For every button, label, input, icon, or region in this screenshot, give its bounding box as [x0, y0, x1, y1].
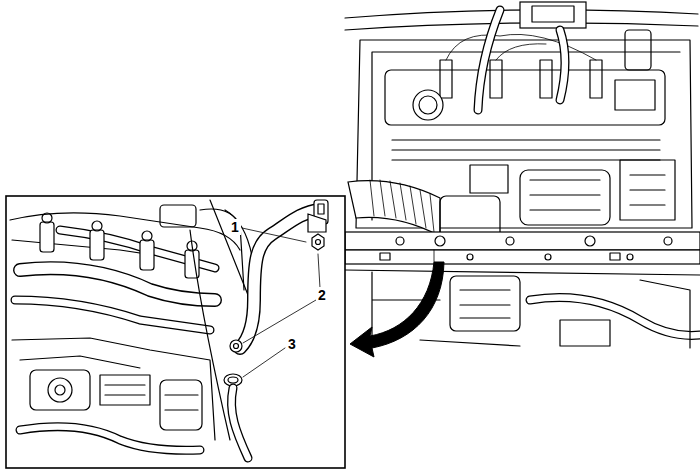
injectors: [440, 34, 602, 98]
crossbar-holes: [380, 236, 672, 260]
inset-injectors: [40, 213, 199, 278]
callout-number: 3: [286, 336, 298, 352]
detail-inset: [6, 196, 345, 468]
callout-number: 2: [316, 287, 328, 303]
callout-number: 1: [229, 219, 241, 235]
view-arrow: [350, 262, 444, 357]
engine-compartment-view: [345, 2, 700, 348]
